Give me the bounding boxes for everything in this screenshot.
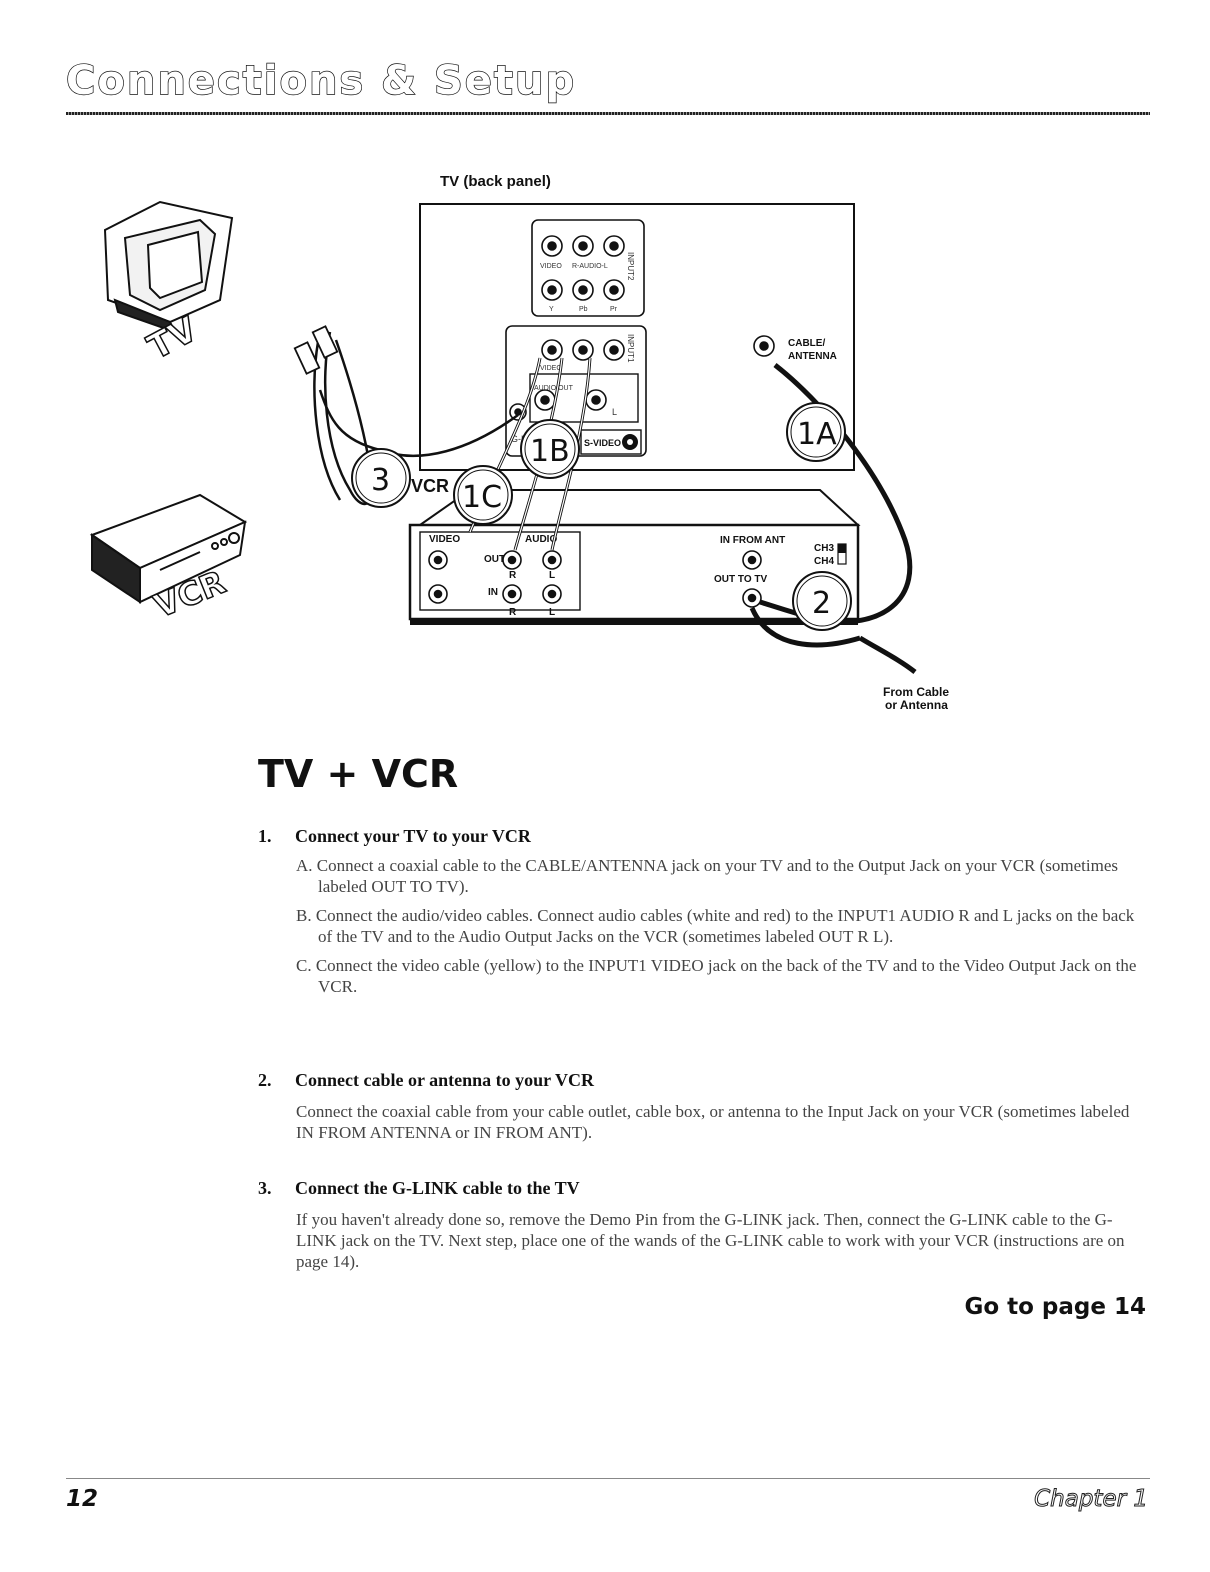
callout-1a <box>786 402 846 462</box>
connection-diagram: TV (back panel) TV VCR <box>0 150 1210 730</box>
step-1: 1. Connect your TV to your VCR A. Connect… <box>258 826 1148 997</box>
step-1-heading-text: Connect your TV to your VCR <box>295 826 531 846</box>
step-1b: B. Connect the audio/video cables. Conne… <box>258 905 1148 947</box>
input2-pb-label: Pb <box>579 306 588 313</box>
from-cable-label-2: or Antenna <box>885 698 948 712</box>
step-1-heading: 1. Connect your TV to your VCR <box>258 826 1148 847</box>
step-2-heading-text: Connect cable or antenna to your VCR <box>295 1070 595 1090</box>
input1-audio-out-label: AUDIO OUT <box>534 385 574 392</box>
input2-video-label: VIDEO <box>540 263 562 270</box>
svideo-jack <box>622 434 638 450</box>
step-3-heading-text: Connect the G-LINK cable to the TV <box>295 1178 580 1198</box>
step-1a-letter: A. <box>296 856 313 875</box>
cable-antenna-jack <box>753 335 775 357</box>
vcr-audio-label: AUDIO <box>525 534 557 545</box>
step-1c: C. Connect the video cable (yellow) to t… <box>258 955 1148 997</box>
vcr-ch3-label: CH3 <box>814 543 834 554</box>
input2-label: INPUT2 <box>626 252 635 281</box>
vcr-l-in-label: L <box>549 607 555 618</box>
step-1b-letter: B. <box>296 906 312 925</box>
vcr-in-from-ant-label: IN FROM ANT <box>720 535 785 546</box>
footer-rule <box>66 1478 1150 1479</box>
vcr-l-out-label: L <box>549 570 555 581</box>
input2-audio-label: R-AUDIO-L <box>572 263 608 270</box>
input2-y-label: Y <box>549 306 554 313</box>
header-rule <box>66 112 1150 115</box>
vcr-out-to-tv-label: OUT TO TV <box>714 574 767 585</box>
input2-jacks <box>541 235 625 301</box>
vcr-video-label: VIDEO <box>429 534 460 545</box>
section-title: TV + VCR <box>258 752 459 796</box>
tv-panel-title: TV (back panel) <box>440 173 551 190</box>
connection-diagram-svg: TV (back panel) TV VCR <box>89 173 949 712</box>
vcr-base <box>410 619 858 625</box>
callout-1c-label: 1C <box>462 480 502 515</box>
page-number: 12 <box>66 1486 99 1512</box>
step-2: 2. Connect cable or antenna to your VCR C… <box>258 1070 1148 1143</box>
vcr-av-block <box>419 531 581 611</box>
step-1a: A. Connect a coaxial cable to the CABLE/… <box>258 855 1148 897</box>
callout-1b <box>520 419 580 479</box>
step-3-text: If you haven't already done so, remove t… <box>296 1210 1125 1271</box>
page-header: Connections & Setup <box>65 57 1150 118</box>
vcr-out-label: OUT <box>484 554 505 565</box>
input1-video-label: VIDEO <box>540 365 562 372</box>
step-2-number: 2. <box>258 1070 272 1090</box>
vcr-ch4-label: CH4 <box>814 556 834 567</box>
vcr-back-panel <box>408 523 860 621</box>
step-3: 3. Connect the G-LINK cable to the TV If … <box>258 1178 1148 1272</box>
vcr-jacks <box>428 550 762 608</box>
vcr-r-in-label: R <box>509 607 517 618</box>
callout-1a-label: 1A <box>797 417 837 452</box>
step-1-number: 1. <box>258 826 272 846</box>
from-cable-label-1: From Cable <box>883 685 949 699</box>
go-to-page-link[interactable]: Go to page 14 <box>964 1294 1146 1320</box>
step-3-number: 3. <box>258 1178 272 1198</box>
input1-jacks <box>534 339 625 411</box>
step-1b-text: Connect the audio/video cables. Connect … <box>315 906 1135 946</box>
input1-l-label: L <box>612 407 617 417</box>
step-1c-text: Connect the video cable (yellow) to the … <box>315 956 1137 996</box>
callout-2-label: 2 <box>812 586 831 621</box>
input1-label: INPUT1 <box>626 334 635 363</box>
input2-pr-label: Pr <box>610 306 618 313</box>
cable-antenna-label-1: CABLE/ <box>788 338 825 349</box>
vcr-icon <box>89 493 248 604</box>
callout-1b-label: 1B <box>530 434 570 469</box>
callout-3 <box>351 448 411 508</box>
step-1a-text: Connect a coaxial cable to the CABLE/ANT… <box>316 856 1118 896</box>
vcr-ch-switch-knob <box>838 544 846 553</box>
step-2-heading: 2. Connect cable or antenna to your VCR <box>258 1070 1148 1091</box>
callout-3-label: 3 <box>371 463 390 498</box>
step-2-text: Connect the coaxial cable from your cabl… <box>296 1102 1130 1142</box>
glink-wands <box>293 325 339 375</box>
svideo-label: S-VIDEO <box>584 438 621 448</box>
tv-icon <box>103 200 234 334</box>
cable-antenna-label-2: ANTENNA <box>788 351 837 362</box>
page-header-title: Connections & Setup <box>65 57 577 104</box>
vcr-r-out-label: R <box>509 570 517 581</box>
callout-1c <box>453 465 513 525</box>
callout-2 <box>792 571 852 631</box>
vcr-in-label: IN <box>488 587 498 598</box>
vcr-tag: VCR <box>411 476 449 496</box>
chapter-label: Chapter 1 <box>1034 1486 1149 1513</box>
step-3-heading: 3. Connect the G-LINK cable to the TV <box>258 1178 1148 1199</box>
step-1c-letter: C. <box>296 956 312 975</box>
